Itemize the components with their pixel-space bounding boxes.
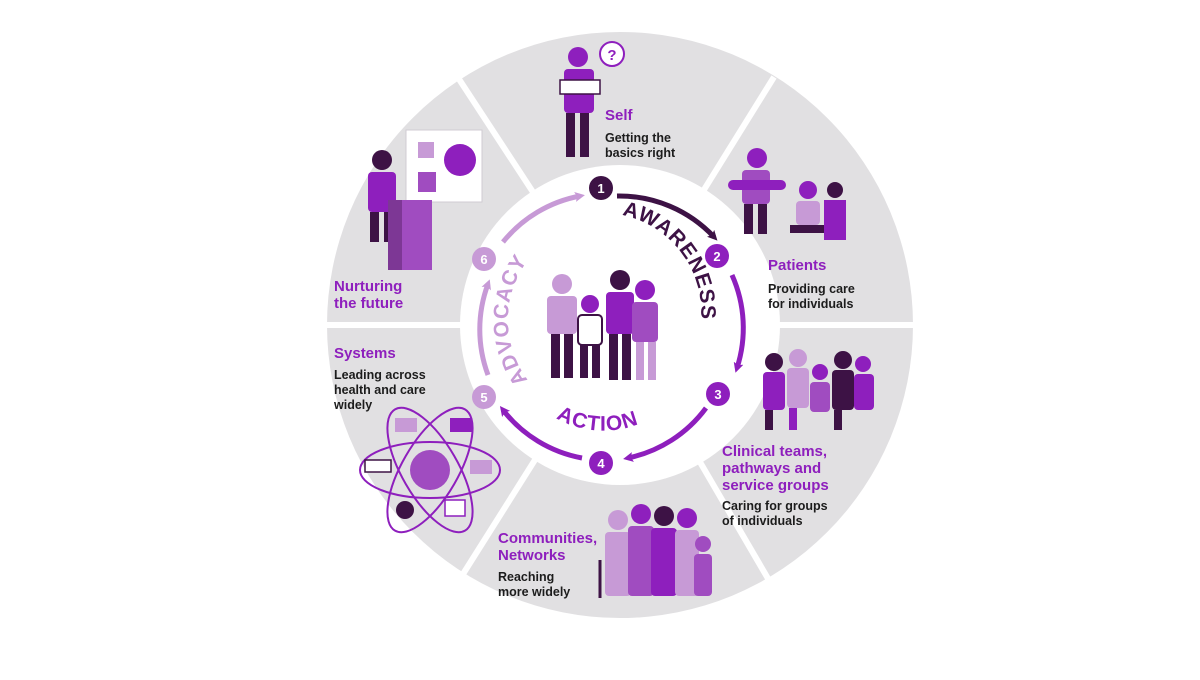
step-5-description: Leading across health and care widely — [334, 368, 426, 412]
step-3-title: Clinical teams, pathways and service gro… — [722, 443, 829, 494]
patient-care-icon — [728, 148, 846, 240]
arrow-2-to-3 — [729, 273, 746, 373]
arrow-1-to-2 — [616, 193, 718, 241]
step-number-6: 6 — [480, 252, 487, 267]
arrow-3-to-4 — [623, 406, 709, 462]
step-6-title: Nurturing the future — [334, 278, 404, 312]
arrow-5-to-6 — [477, 279, 491, 376]
step-badge-3: 3 — [706, 382, 730, 406]
step-badge-6: 6 — [472, 247, 496, 271]
step-2-title: Patients — [768, 257, 827, 274]
arrow-4-to-5 — [499, 406, 583, 461]
step-1-title: Self — [605, 107, 633, 124]
step-number-2: 2 — [713, 249, 720, 264]
presenter-icon — [368, 129, 483, 270]
step-4-title: Communities, Networks — [498, 530, 598, 564]
step-number-3: 3 — [714, 387, 721, 402]
step-badge-1: 1 — [589, 176, 613, 200]
step-badge-4: 4 — [589, 451, 613, 475]
center-people-group-icon — [547, 270, 658, 380]
clinical-team-icon — [763, 349, 874, 430]
step-badge-2: 2 — [705, 244, 729, 268]
step-number-5: 5 — [480, 390, 487, 405]
person-thinking-icon: ? — [559, 41, 625, 157]
step-3-description: Caring for groups of individuals — [722, 499, 828, 528]
arrow-6-to-1 — [501, 192, 585, 244]
step-2-description: Providing care for individuals — [768, 282, 855, 311]
systems-network-icon — [359, 406, 501, 534]
community-icon — [598, 504, 712, 598]
step-1-description: Getting the basics right — [605, 131, 676, 160]
step-badge-5: 5 — [472, 385, 496, 409]
step-number-4: 4 — [597, 456, 605, 471]
step-4-description: Reaching more widely — [498, 570, 571, 599]
step-5-title: Systems — [334, 345, 396, 362]
step-number-1: 1 — [597, 181, 604, 196]
svg-text:?: ? — [607, 47, 616, 64]
